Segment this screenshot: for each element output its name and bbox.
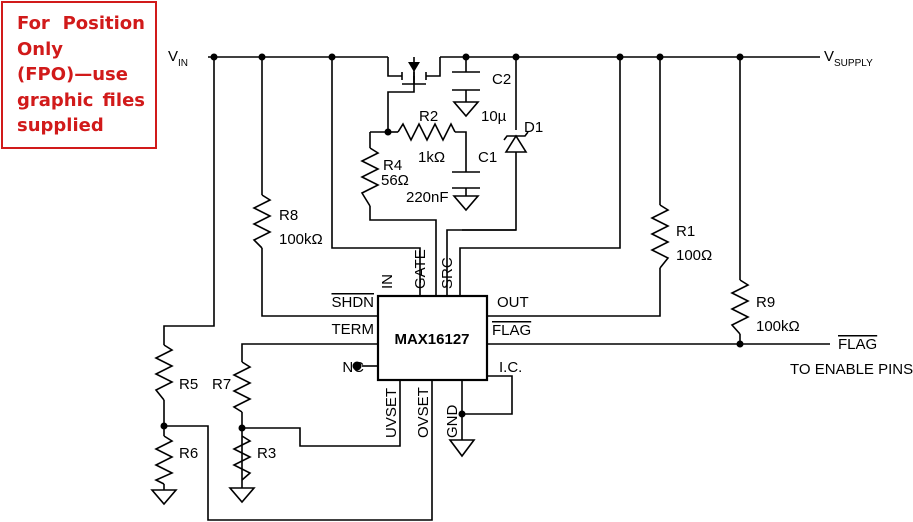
resistor-r7: R7 xyxy=(212,361,252,413)
r3-ref: R3 xyxy=(257,445,276,462)
wires xyxy=(163,56,830,521)
ground-icon xyxy=(150,489,178,506)
c2-ref: C2 xyxy=(492,71,511,88)
junction-dot xyxy=(736,340,744,348)
junction-dot xyxy=(328,53,336,61)
resistor-r9: R9 100kΩ xyxy=(730,279,800,335)
r1-ref: R1 xyxy=(676,223,695,240)
mosfet-symbol xyxy=(387,57,441,85)
r7-ref: R7 xyxy=(212,376,231,393)
net-labels: VIN VSUPPLY FLAG TO ENABLE PINS xyxy=(168,48,913,378)
fpo-line-4: graphic files xyxy=(17,89,145,111)
r9-value: 100kΩ xyxy=(756,318,800,335)
max16127-chip: MAX16127 SHDN TERM NC OUT FLAG I.C. IN G… xyxy=(331,249,531,438)
pin-uvset: UVSET xyxy=(383,388,400,438)
resistor-r6: R6 xyxy=(154,435,198,485)
flag-note: TO ENABLE PINS xyxy=(790,361,913,378)
r1-value: 100Ω xyxy=(676,247,712,264)
pin-gate: GATE xyxy=(412,249,429,289)
pin-out: OUT xyxy=(497,294,529,311)
fpo-line-3: (FPO)—use xyxy=(17,64,128,85)
c1-ref: C1 xyxy=(478,149,497,166)
r8-value: 100kΩ xyxy=(279,231,323,248)
junction-dot xyxy=(736,53,744,61)
resistor-r1: R1 100Ω xyxy=(650,204,712,269)
junction-dot xyxy=(656,53,664,61)
junction-dot xyxy=(258,53,266,61)
resistor-r5: R5 xyxy=(154,344,198,401)
resistor-r8: R8 100kΩ xyxy=(252,194,323,249)
pin-ic: I.C. xyxy=(499,359,522,376)
resistor-r3: R3 xyxy=(232,435,276,481)
r5-ref: R5 xyxy=(179,376,198,393)
r4-value: 56Ω xyxy=(381,172,409,189)
ground-icon xyxy=(452,101,480,118)
fpo-line-5: supplied xyxy=(17,115,104,136)
vin-label: VIN xyxy=(168,48,188,69)
junction-dot xyxy=(352,361,362,371)
fpo-line-1: For Position xyxy=(17,13,145,34)
junction-dot xyxy=(616,53,624,61)
pin-ovset: OVSET xyxy=(415,387,432,438)
pin-shdn: SHDN xyxy=(331,294,374,311)
junction-dot xyxy=(462,53,470,61)
junction-dot xyxy=(512,53,520,61)
pin-gnd: GND xyxy=(444,405,461,439)
r6-ref: R6 xyxy=(179,445,198,462)
d1-ref: D1 xyxy=(524,119,543,136)
junction-dot xyxy=(160,422,168,430)
fpo-line-2: Only xyxy=(17,38,64,60)
flag-output-label: FLAG xyxy=(838,336,877,353)
zener-diode-d1: D1 xyxy=(503,119,543,153)
capacitor-c1: C1 220nF xyxy=(406,149,497,206)
c1-value: 220nF xyxy=(406,189,449,206)
junction-dot xyxy=(458,410,466,418)
pin-in: IN xyxy=(379,274,396,289)
junction-dots xyxy=(160,53,744,432)
pin-flag: FLAG xyxy=(492,322,531,339)
junction-dot xyxy=(238,424,246,432)
junction-dot xyxy=(210,53,218,61)
pin-term: TERM xyxy=(332,321,375,338)
vsupply-label: VSUPPLY xyxy=(824,48,873,69)
chip-name: MAX16127 xyxy=(394,331,469,348)
pin-src: SRC xyxy=(439,257,456,289)
fpo-note: For Position Only (FPO)—use graphic file… xyxy=(1,1,157,149)
ground-icon xyxy=(448,439,476,458)
r8-ref: R8 xyxy=(279,207,298,224)
resistor-r4: R4 56Ω xyxy=(360,147,409,207)
resistor-r2: R2 1kΩ xyxy=(397,108,456,166)
r4-ref: R4 xyxy=(383,157,402,174)
ground-icon xyxy=(228,487,256,504)
ground-icon xyxy=(452,195,480,212)
r2-value: 1kΩ xyxy=(418,149,445,166)
r2-ref: R2 xyxy=(419,108,438,125)
c2-value: 10µ xyxy=(481,108,507,125)
junction-dot xyxy=(384,128,392,136)
r9-ref: R9 xyxy=(756,294,775,311)
capacitor-c2: C2 10µ xyxy=(452,71,511,125)
